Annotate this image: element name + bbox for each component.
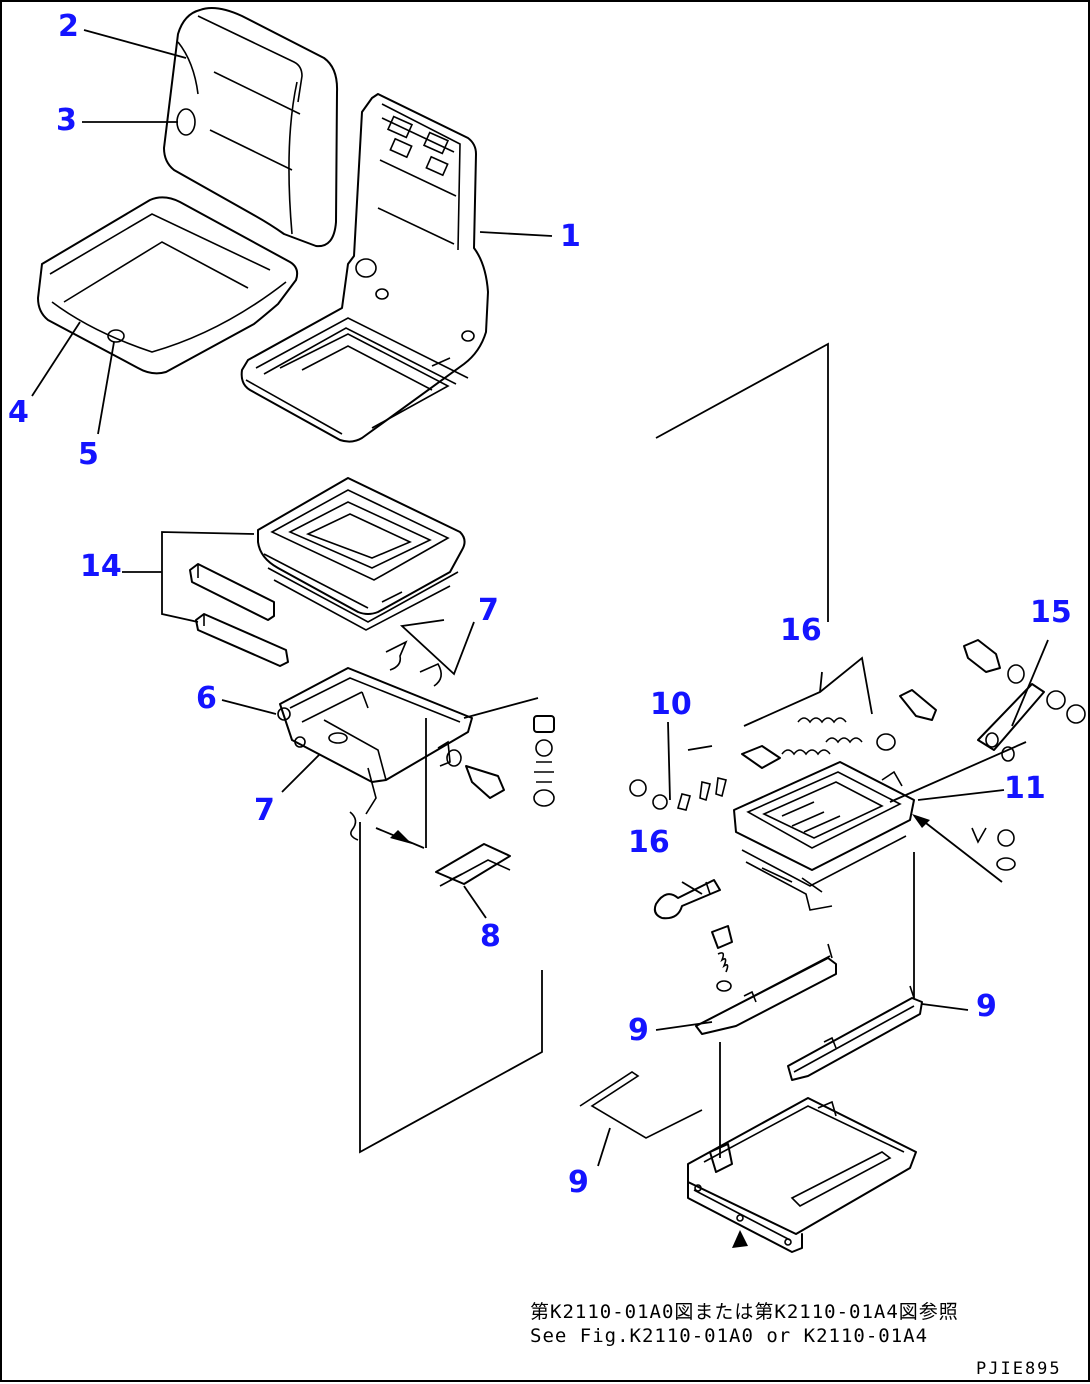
callout-9-bottom: 9 — [568, 1165, 589, 1200]
callout-4: 4 — [8, 395, 29, 430]
reference-note-english: See Fig.K2110-01A0 or K2110-01A4 — [530, 1325, 928, 1347]
slide-rail-covers — [189, 563, 289, 667]
callout-1: 1 — [560, 219, 581, 254]
callout-6: 6 — [196, 681, 217, 716]
base-plate — [687, 1097, 917, 1253]
callout-9-left: 9 — [628, 1013, 649, 1048]
callout-8: 8 — [480, 919, 501, 954]
callout-15: 15 — [1030, 595, 1072, 630]
callout-7-upper: 7 — [478, 593, 499, 628]
callout-3: 3 — [56, 103, 77, 138]
callout-10: 10 — [650, 687, 692, 722]
guide-rail-part-8 — [435, 843, 511, 887]
callout-7-lower: 7 — [254, 793, 275, 828]
reference-note: 第K2110-01A0図または第K2110-01A4図参照 See Fig.K2… — [530, 1301, 959, 1347]
callout-numbers: 1 2 3 4 5 6 7 7 8 9 9 9 10 11 14 15 16 1… — [8, 9, 1072, 1200]
seat-back-cushion — [163, 7, 339, 248]
bolt-and-nuts-left — [446, 715, 555, 807]
bolts-and-nuts-right — [876, 639, 1086, 871]
callout-14: 14 — [80, 549, 122, 584]
callout-16-upper: 16 — [780, 613, 822, 648]
callout-11: 11 — [1004, 771, 1046, 806]
callout-16-lower: 16 — [628, 825, 670, 860]
callout-5: 5 — [78, 437, 99, 472]
reference-note-japanese: 第K2110-01A0図または第K2110-01A4図参照 — [530, 1301, 959, 1323]
callout-2: 2 — [58, 9, 79, 44]
seat-cushion — [37, 196, 299, 375]
callout-leaders — [31, 29, 1049, 1167]
suspension-unit — [733, 761, 915, 911]
adjuster-knob — [653, 879, 721, 920]
drawing-code: PJIE895 — [976, 1359, 1062, 1379]
seat-frame — [240, 93, 489, 443]
springs-16 — [741, 717, 863, 769]
suspension-cover — [257, 477, 466, 631]
slide-rails-9 — [579, 925, 923, 1139]
pins-10 — [629, 777, 727, 811]
assembly-lines — [359, 342, 1027, 1248]
callout-9-right: 9 — [976, 989, 997, 1024]
suspension-bracket — [277, 640, 473, 841]
